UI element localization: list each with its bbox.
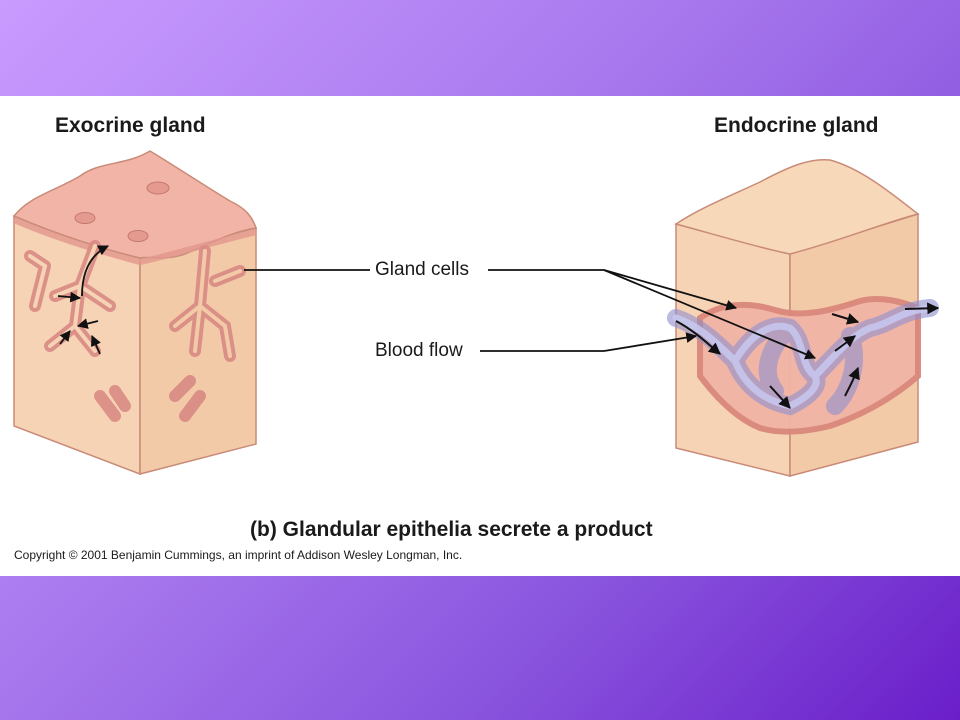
exocrine-cube [12,150,257,476]
gland-cells-label: Gland cells [375,259,469,280]
duct-opening [127,230,149,242]
copyright-notice: Copyright © 2001 Benjamin Cummings, an i… [14,548,463,562]
blood-flow-arrow-icon [675,302,940,409]
leader-lines [244,269,816,360]
figure-panel: Exocrine gland Endocrine gland Gland cel… [0,96,960,576]
figure-caption: (b) Glandular epithelia secrete a produc… [250,518,653,541]
gland-illustration [12,150,940,477]
duct-opening [74,212,96,224]
exocrine-title: Exocrine gland [55,114,206,137]
blood-flow-label: Blood flow [375,340,463,361]
secretion-arrow-icon [57,245,109,355]
endocrine-title: Endocrine gland [714,114,879,137]
endocrine-cube [667,158,940,477]
duct-opening [146,181,170,195]
